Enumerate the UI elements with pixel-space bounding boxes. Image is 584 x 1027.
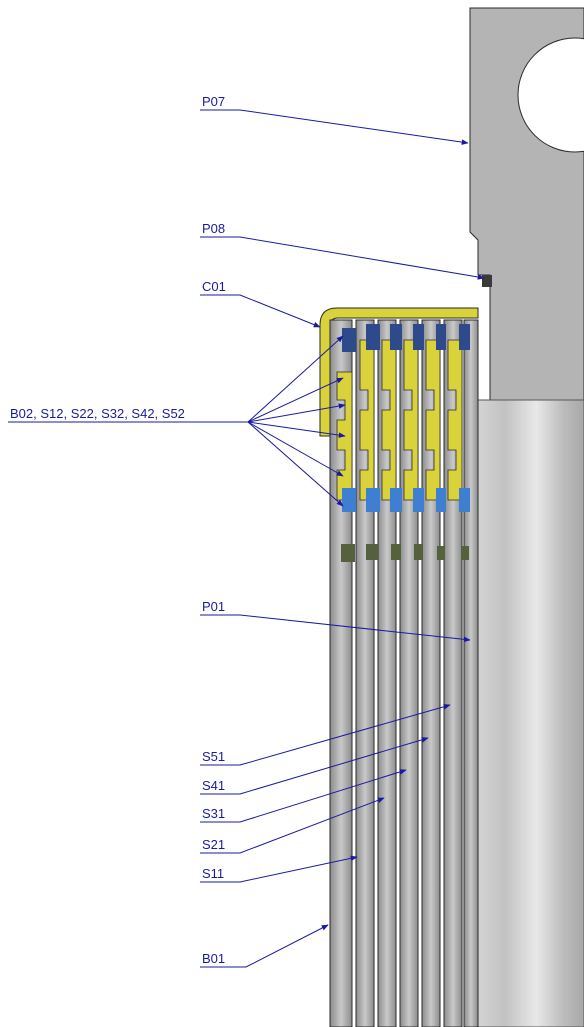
- leader-stack-4: [247, 421, 346, 438]
- label-s41: S41: [202, 778, 225, 793]
- leader-s31: [200, 769, 407, 823]
- label-c01: C01: [202, 279, 226, 294]
- leader-p08: [200, 236, 485, 280]
- seal-column-s32: [403, 324, 424, 560]
- leader-lines: [8, 109, 485, 968]
- leader-p01: [200, 614, 471, 643]
- upper-block-p07: [469, 7, 584, 404]
- seal-column-s42: [425, 324, 446, 560]
- label-p07: P07: [202, 94, 225, 109]
- leader-s21: [200, 797, 385, 854]
- label-s21: S21: [202, 837, 225, 852]
- leader-s41: [200, 737, 429, 795]
- label-p01: P01: [202, 599, 225, 614]
- label-b01: B01: [202, 951, 225, 966]
- leader-s51: [200, 704, 451, 766]
- leader-c01: [200, 294, 321, 328]
- pin-p08: [482, 275, 492, 287]
- inner-sleeve: [463, 319, 479, 1027]
- seal-column-s22: [381, 324, 402, 560]
- seal-column-s52: [447, 324, 470, 560]
- label-s31: S31: [202, 806, 225, 821]
- leader-p07: [200, 109, 469, 145]
- bore-hole: [517, 37, 584, 153]
- seal-column-s12: [359, 324, 380, 560]
- label-s11: S11: [202, 866, 224, 881]
- label-stack: B02, S12, S22, S32, S42, S52: [10, 406, 185, 421]
- label-s51: S51: [202, 749, 225, 764]
- leader-stack-6: [247, 421, 344, 507]
- leader-s11: [200, 855, 358, 883]
- label-p08: P08: [202, 221, 225, 236]
- leader-stack-2: [247, 377, 344, 423]
- shaft-p01: [477, 399, 584, 1027]
- leader-stack-5: [247, 421, 344, 477]
- leader-stack-1: [247, 335, 344, 423]
- leader-b01: [200, 924, 329, 968]
- leader-stack-3: [247, 403, 346, 423]
